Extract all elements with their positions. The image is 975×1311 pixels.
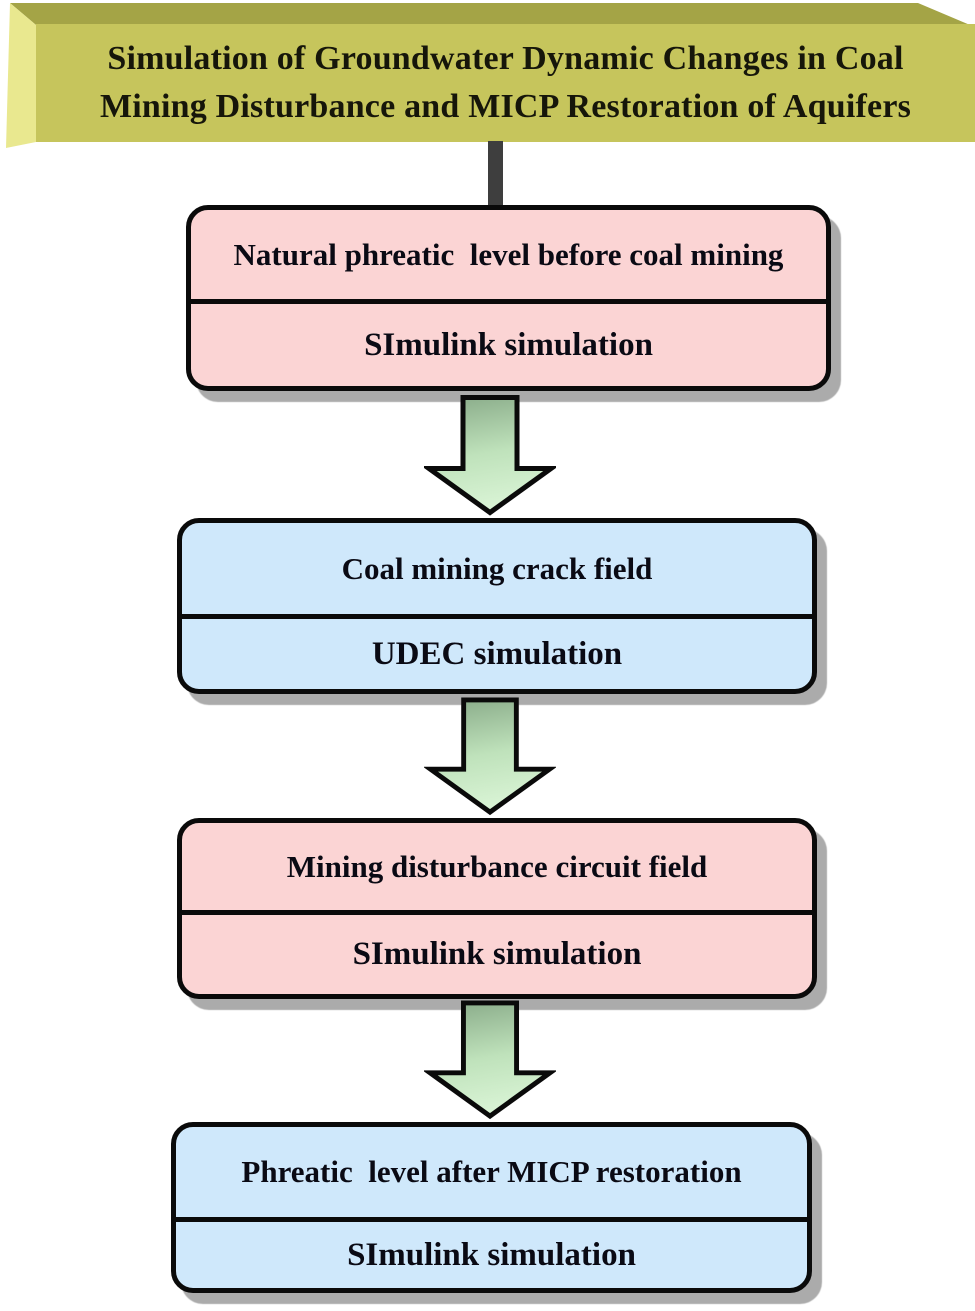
step-box-mining-disturbance-circuit-field: Mining disturbance circuit field SImulin… bbox=[177, 818, 817, 999]
step-heading-section: Mining disturbance circuit field bbox=[182, 823, 812, 915]
down-arrow-icon bbox=[424, 697, 556, 816]
step-heading-section: Natural phreatic level before coal minin… bbox=[191, 210, 826, 304]
title-banner-top-bevel bbox=[10, 3, 970, 25]
connector-line bbox=[488, 141, 503, 211]
step-method-section: SImulink simulation bbox=[191, 304, 826, 386]
title-banner-face: Simulation of Groundwater Dynamic Change… bbox=[36, 24, 975, 142]
step-method: SImulink simulation bbox=[352, 936, 642, 972]
step-method-section: UDEC simulation bbox=[182, 619, 812, 689]
title-line-1: Simulation of Groundwater Dynamic Change… bbox=[107, 40, 904, 77]
step-box-phreatic-level-after-micp: Phreatic level after MICP restoration SI… bbox=[171, 1122, 812, 1293]
step-heading: Coal mining crack field bbox=[341, 550, 653, 586]
step-method: UDEC simulation bbox=[371, 635, 623, 672]
step-heading: Phreatic level after MICP restoration bbox=[241, 1154, 742, 1189]
down-arrow-icon bbox=[424, 1000, 556, 1120]
title-banner: Simulation of Groundwater Dynamic Change… bbox=[0, 0, 975, 150]
step-heading-section: Coal mining crack field bbox=[182, 523, 812, 619]
step-heading: Natural phreatic level before coal minin… bbox=[233, 236, 784, 272]
step-heading: Mining disturbance circuit field bbox=[286, 848, 708, 884]
title-banner-left-bevel bbox=[6, 3, 36, 148]
title-line-2: Mining Disturbance and MICP Restoration … bbox=[99, 88, 912, 125]
step-box-coal-mining-crack-field: Coal mining crack field UDEC simulation bbox=[177, 518, 817, 694]
down-arrow-icon bbox=[424, 395, 556, 516]
step-method-section: SImulink simulation bbox=[182, 915, 812, 994]
step-heading-section: Phreatic level after MICP restoration bbox=[176, 1127, 807, 1222]
step-method-section: SImulink simulation bbox=[176, 1222, 807, 1288]
step-box-natural-phreatic-level: Natural phreatic level before coal minin… bbox=[186, 205, 831, 391]
step-method: SImulink simulation bbox=[364, 326, 653, 363]
step-method: SImulink simulation bbox=[347, 1236, 636, 1273]
